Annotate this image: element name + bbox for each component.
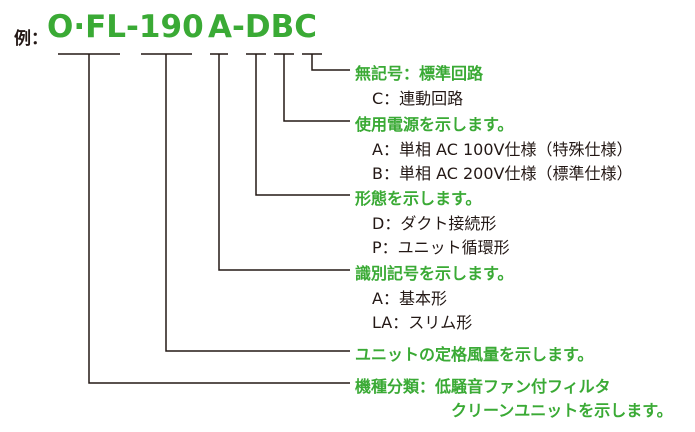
identifier-item-la: LA：スリム形 — [372, 313, 473, 332]
form-title: 形態を示します。 — [355, 189, 482, 208]
power-title: 使用電源を示します。 — [355, 115, 514, 134]
type-title-continued: クリーンユニットを示します。 — [451, 401, 673, 420]
identifier-title: 識別記号を示します。 — [355, 264, 514, 283]
type-title: 機種分類：低騒音ファン付フィルタ — [355, 377, 611, 396]
connector-type — [88, 54, 350, 384]
connector-airflow — [165, 54, 350, 352]
form-item-p: P：ユニット循環形 — [372, 238, 510, 257]
airflow-title: ユニットの定格風量を示します。 — [355, 345, 594, 364]
example-prefix: 例： — [14, 29, 48, 49]
model-code-part1: O·FL-190 — [47, 9, 204, 45]
circuit-item-c: C：連動回路 — [372, 89, 464, 108]
connector-circuit — [311, 54, 350, 71]
model-code-part2: A-DBC — [208, 9, 317, 45]
identifier-item-a: A：基本形 — [372, 289, 447, 308]
power-item-b: B：単相 AC 200V仕様（標準仕様） — [372, 164, 633, 183]
form-item-d: D：ダクト接続形 — [372, 214, 497, 233]
connector-form — [255, 54, 350, 196]
connector-power — [283, 54, 350, 122]
power-item-a: A：単相 AC 100V仕様（特殊仕様） — [372, 140, 633, 159]
connector-identifier — [218, 54, 350, 271]
circuit-title: 無記号：標準回路 — [355, 64, 484, 83]
